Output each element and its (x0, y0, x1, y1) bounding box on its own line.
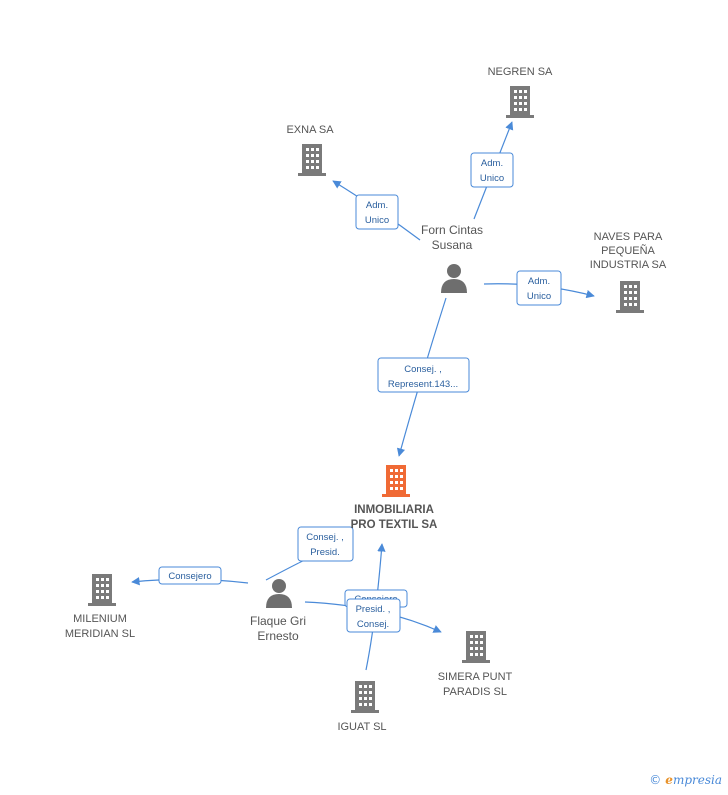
node-label: Susana (432, 238, 473, 252)
relation-flaque-milenium[interactable]: Consejero (158, 566, 222, 585)
relation-label: Presid. , (356, 604, 391, 615)
copyright-symbol: © (649, 773, 662, 787)
relation-label: Unico (365, 215, 389, 226)
relation-label: Adm. (366, 200, 388, 211)
node-iguat[interactable]: IGUAT SL (337, 681, 387, 733)
node-label: Flaque Gri (250, 614, 306, 628)
node-label: Forn Cintas (421, 223, 483, 237)
relation-label: Unico (527, 291, 551, 302)
brand-logo-initial: e (665, 773, 673, 787)
relation-label: Consejero (168, 571, 211, 582)
node-label: PRO TEXTIL SA (351, 519, 438, 531)
relation-label: Consej. , (306, 532, 344, 543)
node-flaque-gri-ernesto[interactable]: Flaque Gri Ernesto (250, 579, 306, 643)
node-label: PARADIS SL (443, 686, 507, 698)
node-label: NEGREN SA (488, 66, 553, 78)
building-icon (462, 631, 490, 663)
node-label: Ernesto (257, 629, 299, 643)
node-main-company[interactable]: INMOBILIARIA PRO TEXTIL SA (351, 465, 438, 531)
node-label: NAVES PARA (594, 231, 663, 243)
relation-label: Consej. (357, 619, 389, 630)
relation-forn-naves[interactable]: Adm. Unico (516, 270, 562, 306)
node-label: MERIDIAN SL (65, 628, 135, 640)
building-icon (506, 86, 534, 118)
node-negren[interactable]: NEGREN SA (488, 66, 553, 118)
node-naves[interactable]: NAVES PARA PEQUEÑA INDUSTRIA SA (590, 231, 667, 313)
relation-label: Adm. (481, 158, 503, 169)
relation-flaque-main[interactable]: Consej. , Presid. (297, 526, 354, 562)
relation-forn-exna[interactable]: Adm. Unico (355, 194, 399, 230)
relation-label: Unico (480, 173, 504, 184)
brand-footer[interactable]: ©empresia (649, 773, 722, 787)
relation-label: Adm. (528, 276, 550, 287)
node-label: SIMERA PUNT (438, 671, 513, 683)
relation-label: Represent.143... (388, 379, 458, 390)
relation-forn-negren[interactable]: Adm. Unico (470, 152, 514, 188)
building-icon (88, 574, 116, 606)
node-label: IGUAT SL (337, 721, 386, 733)
relation-label: Consej. , (404, 364, 442, 375)
brand-logo-text: mpresia (672, 773, 722, 787)
node-label: INMOBILIARIA (354, 504, 434, 516)
node-label: EXNA SA (286, 124, 334, 136)
building-icon (298, 144, 326, 176)
person-icon (266, 579, 292, 608)
building-icon (351, 681, 379, 713)
node-label: INDUSTRIA SA (590, 259, 667, 271)
edge-flaque-main (265, 559, 306, 581)
building-icon (616, 281, 644, 313)
person-icon (441, 264, 467, 293)
building-icon (382, 465, 410, 497)
node-milenium[interactable]: MILENIUM MERIDIAN SL (65, 574, 135, 640)
node-simera[interactable]: SIMERA PUNT PARADIS SL (438, 631, 513, 698)
relation-forn-main[interactable]: Consej. , Represent.143... (377, 357, 470, 393)
node-exna[interactable]: EXNA SA (286, 124, 334, 176)
node-forn-cintas-susana[interactable]: Forn Cintas Susana (421, 223, 483, 293)
node-label: PEQUEÑA (601, 244, 655, 257)
node-label: MILENIUM (73, 613, 127, 625)
relation-flaque-simera[interactable]: Presid. , Consej. (346, 598, 401, 633)
relation-label: Presid. (310, 547, 340, 558)
